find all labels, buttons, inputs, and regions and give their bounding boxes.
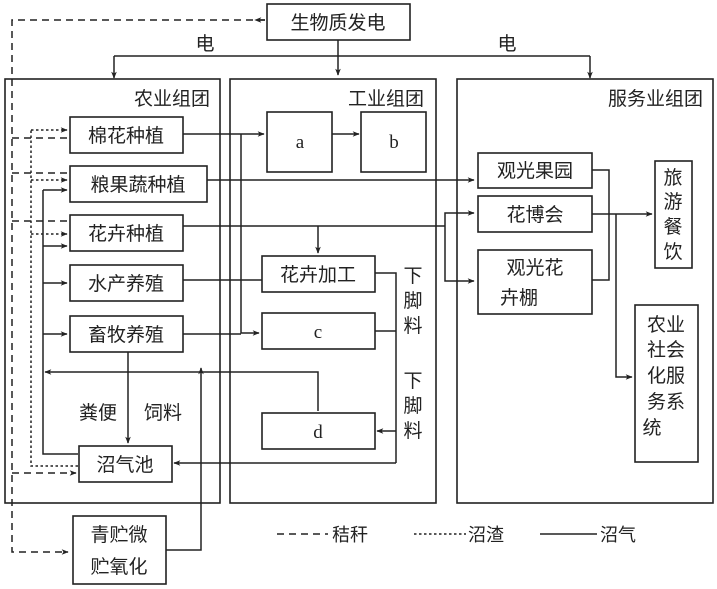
svg-text:统: 统 [642, 417, 661, 439]
svg-text:料: 料 [403, 420, 422, 442]
biomass-power-node: 生物质发电 [266, 3, 411, 41]
flower-label: 花卉种植 [88, 223, 164, 245]
electricity-label-right: 电 [497, 33, 516, 55]
node-c: c [261, 312, 376, 350]
silage-label-line1: 青贮微 [90, 524, 147, 546]
svg-text:沼气: 沼气 [600, 525, 636, 546]
grain-label: 粮果蔬种植 [90, 174, 185, 196]
cotton-label: 棉花种植 [88, 125, 164, 147]
svg-text:旅: 旅 [663, 167, 682, 189]
svg-text:化服: 化服 [647, 365, 685, 387]
scraps-label-2: 下 脚 料 [403, 370, 422, 442]
aquaculture-label: 水产养殖 [88, 273, 164, 295]
agriculture-group: 农业组团 [4, 78, 221, 504]
node-a-label: a [296, 132, 305, 153]
orchard-label: 观光果园 [497, 160, 573, 182]
svg-text:脚: 脚 [403, 290, 422, 312]
electricity-label-left: 电 [195, 33, 214, 55]
grain-node: 粮果蔬种植 [69, 165, 208, 203]
straw-lines [11, 17, 265, 555]
agriculture-group-title: 农业组团 [134, 88, 210, 110]
expo-node: 花博会 [477, 195, 593, 233]
aquaculture-node: 水产养殖 [69, 264, 184, 302]
silage-node: 青贮微 贮氧化 [72, 515, 167, 585]
node-d: d [261, 412, 376, 450]
social-service-node: 农业 社会 化服 务系 统 [634, 304, 699, 463]
silage-label-line2: 贮氧化 [90, 556, 147, 578]
flower-node: 花卉种植 [69, 214, 184, 252]
svg-text:社会: 社会 [647, 339, 685, 361]
svg-text:务系: 务系 [647, 391, 685, 413]
legend-biogas: 沼气 [540, 525, 636, 546]
node-b-label: b [389, 132, 399, 153]
biomass-power-label: 生物质发电 [290, 12, 385, 34]
flower-processing-node: 花卉加工 [261, 255, 376, 293]
legend: 秸秆 沼渣 沼气 [277, 525, 636, 546]
manure-label: 粪便 [79, 402, 117, 424]
node-a: a [266, 111, 333, 173]
feed-label: 饲料 [144, 402, 182, 424]
svg-text:沼渣: 沼渣 [468, 525, 504, 546]
svg-text:游: 游 [663, 191, 682, 213]
flower-processing-label: 花卉加工 [280, 264, 356, 286]
biogas-pit-node: 沼气池 [78, 445, 173, 483]
svg-text:下: 下 [403, 265, 422, 287]
biogas-pit-label: 沼气池 [96, 454, 153, 476]
greenhouse-label-line2: 卉棚 [500, 287, 538, 309]
node-d-label: d [313, 422, 323, 443]
node-b: b [360, 111, 427, 173]
electricity-lines [111, 40, 593, 79]
legend-residue: 沼渣 [414, 525, 504, 546]
residue-lines [30, 127, 78, 467]
svg-text:农业: 农业 [647, 314, 685, 336]
livestock-label: 畜牧养殖 [88, 324, 164, 346]
service-flow-lines [592, 169, 653, 380]
tourism-node: 旅 游 餐 饮 [654, 160, 693, 269]
industry-group-title: 工业组团 [348, 88, 424, 110]
expo-label: 花博会 [506, 204, 563, 226]
service-group: 服务业组团 [456, 78, 714, 504]
svg-text:饮: 饮 [663, 241, 682, 263]
feed-line [166, 367, 204, 551]
orchard-node: 观光果园 [477, 152, 593, 189]
production-flow-lines [173, 131, 475, 466]
d-output-line [44, 369, 319, 411]
node-c-label: c [314, 322, 322, 343]
svg-text:下: 下 [403, 370, 422, 392]
biogas-distribution-lines [42, 187, 78, 455]
cotton-node: 棉花种植 [69, 116, 184, 154]
service-group-title: 服务业组团 [608, 88, 703, 110]
industry-group: 工业组团 [229, 78, 437, 504]
svg-text:餐: 餐 [663, 216, 682, 238]
livestock-node: 畜牧养殖 [69, 315, 184, 353]
svg-text:秸秆: 秸秆 [332, 525, 368, 546]
greenhouse-label-line1: 观光花 [506, 257, 563, 279]
legend-straw: 秸秆 [277, 525, 368, 546]
scraps-label-1: 下 脚 料 [403, 265, 422, 337]
svg-text:脚: 脚 [403, 395, 422, 417]
greenhouse-node: 观光花 卉棚 [477, 249, 593, 315]
svg-text:料: 料 [403, 315, 422, 337]
